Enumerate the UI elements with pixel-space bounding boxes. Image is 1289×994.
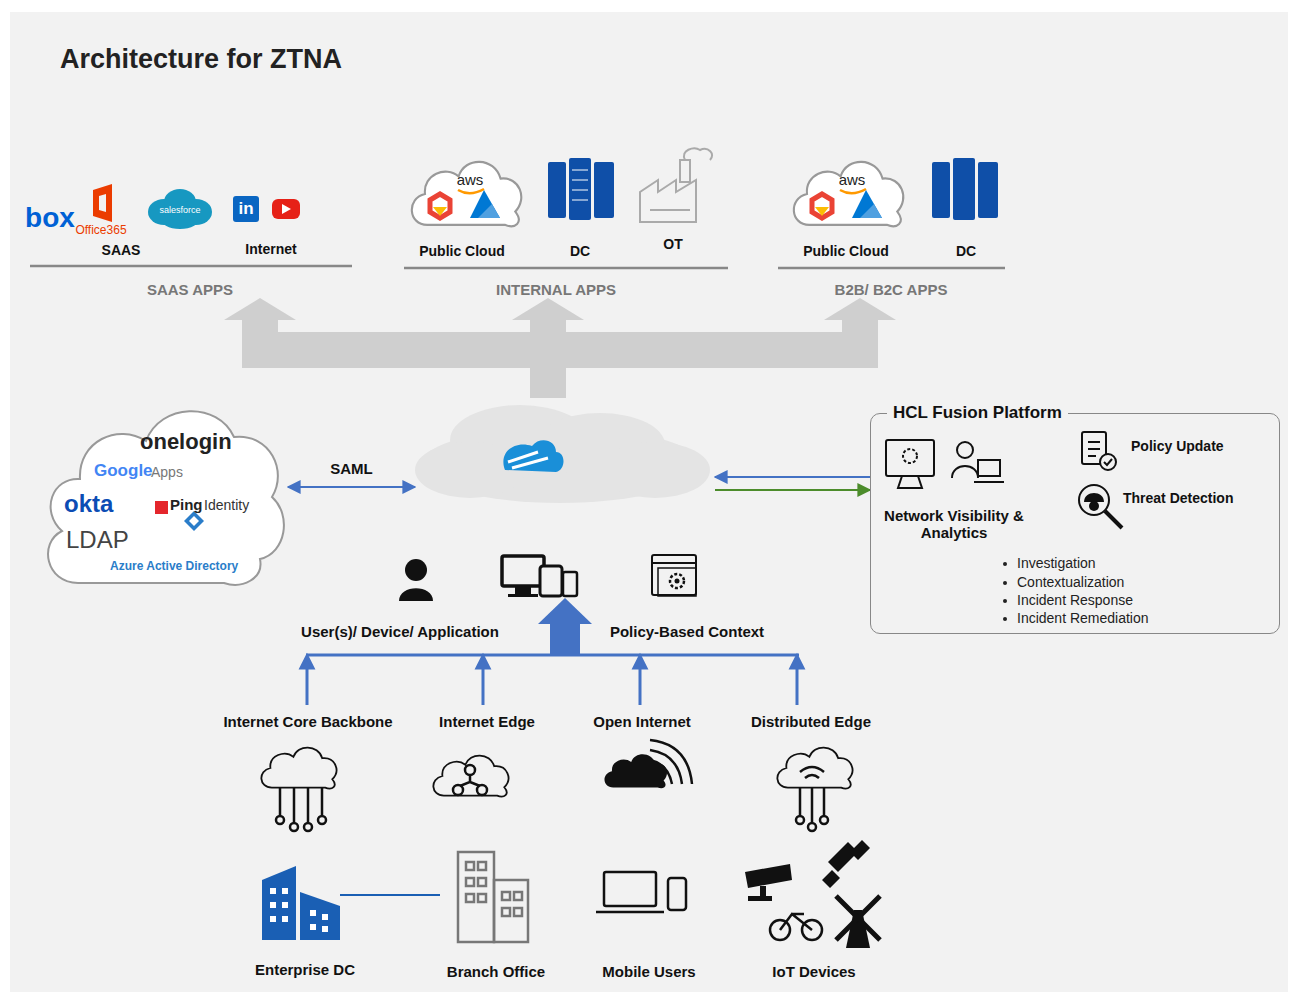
- label: in: [238, 199, 253, 219]
- zscaler-cloud: [415, 405, 715, 505]
- node-text: onelogin: [140, 429, 232, 454]
- node-text: Network Visibility & Analytics: [879, 507, 1029, 542]
- label: Distributed Edge: [751, 713, 871, 730]
- label: Internet Edge: [439, 713, 535, 730]
- label: DC: [570, 243, 590, 259]
- label: aws: [839, 171, 866, 188]
- node-text: LDAP: [66, 526, 129, 554]
- node-text: Ping: [170, 496, 203, 513]
- node-text: Investigation: [1017, 555, 1096, 571]
- node-text: Identity: [204, 497, 249, 513]
- label: box: [25, 202, 75, 234]
- saml-connector: [288, 486, 415, 488]
- label: Open Internet: [593, 713, 691, 730]
- node-text: Azure Active Directory: [110, 560, 238, 574]
- node-text: Threat Detection: [1123, 490, 1233, 506]
- label: Branch Office: [447, 963, 545, 980]
- node-text: Google: [94, 461, 153, 481]
- label: Public Cloud: [803, 243, 889, 259]
- label: SAAS APPS: [147, 281, 233, 298]
- label: User(s)/ Device/ Application: [301, 623, 499, 640]
- node-text: Incident Remediation: [1017, 610, 1149, 626]
- node-text: Policy Update: [1131, 438, 1224, 454]
- label: Internet Core Backbone: [223, 713, 392, 730]
- label: IoT Devices: [772, 963, 855, 980]
- bullet-dot: [1003, 617, 1007, 621]
- label: Public Cloud: [419, 243, 505, 259]
- bullet-dot: [1003, 581, 1007, 585]
- hcl-fusion-platform: HCL Fusion PlatformNetwork Visibility & …: [870, 413, 1280, 634]
- label: Policy-Based Context: [610, 623, 764, 640]
- node-text: Apps: [151, 464, 183, 480]
- label: Enterprise DC: [255, 961, 355, 978]
- label: OT: [663, 236, 682, 252]
- node-text: Contextualization: [1017, 574, 1124, 590]
- label: B2B/ B2C APPS: [835, 281, 948, 298]
- label: salesforce: [159, 205, 200, 215]
- label: Mobile Users: [602, 963, 695, 980]
- label: Office365: [75, 224, 126, 238]
- edge-label: SAML: [330, 460, 373, 477]
- node-text: okta: [64, 490, 113, 518]
- bullet-dot: [1003, 599, 1007, 603]
- diagram-title: Architecture for ZTNA: [60, 44, 342, 75]
- identity-provider-cloud: oneloginGoogleApps okta PingIdentityLDAP Az…: [38, 393, 288, 593]
- node-text: HCL Fusion Platform: [887, 403, 1068, 423]
- label: INTERNAL APPS: [496, 281, 616, 298]
- label: SAAS: [102, 242, 141, 258]
- node-text: Incident Response: [1017, 592, 1133, 608]
- label: aws: [457, 171, 484, 188]
- label: Internet: [245, 241, 296, 257]
- label: DC: [956, 243, 976, 259]
- feed-connector: [715, 476, 870, 478]
- bullet-dot: [1003, 562, 1007, 566]
- feed-connector: [715, 489, 870, 491]
